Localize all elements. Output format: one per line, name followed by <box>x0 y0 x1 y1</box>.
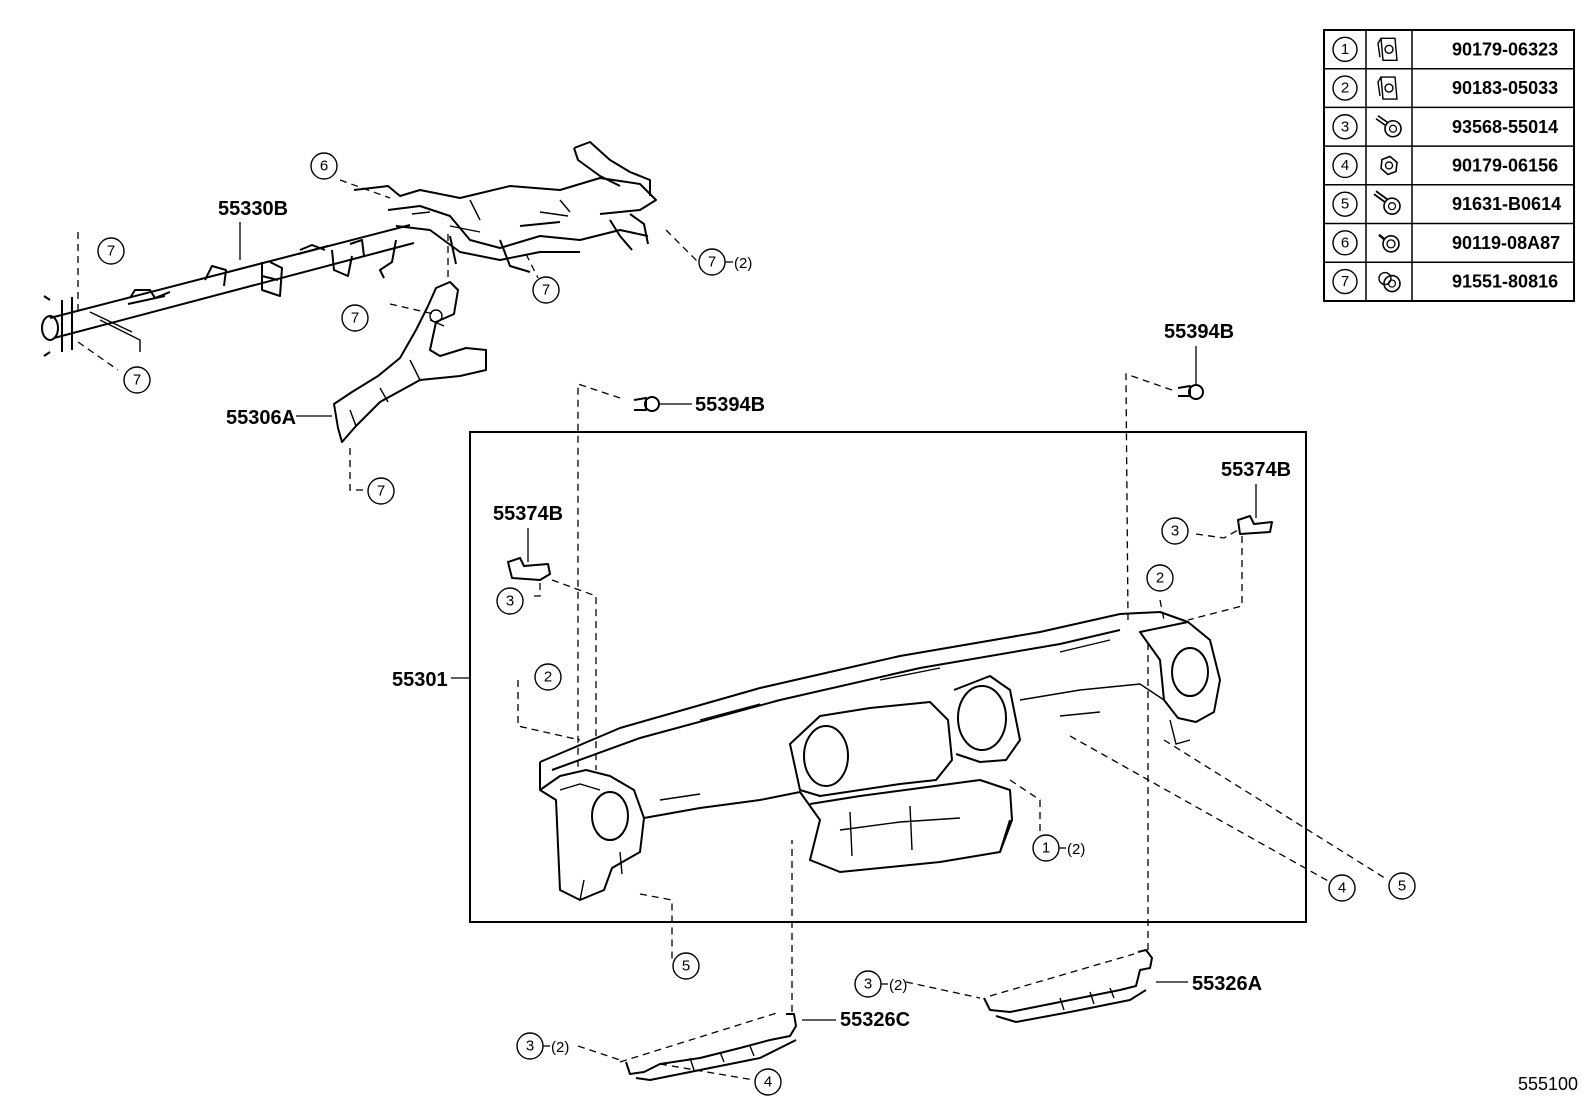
bolt-washer-icon <box>1373 190 1401 215</box>
diagram-code: 555100 <box>1518 1074 1578 1094</box>
reinforcement-55326A <box>983 949 1153 1023</box>
legend-number: 5 <box>1341 196 1349 213</box>
clip-nut-icon <box>1377 37 1398 62</box>
legend-number: 3 <box>1341 118 1349 135</box>
label-55326A: 55326A <box>1192 973 1262 995</box>
callout-5-right: 5 <box>1388 872 1416 900</box>
callout-3-left: 3 <box>496 587 524 615</box>
callout-1-center: 1 (2) <box>1032 834 1085 862</box>
legend-row: 5 91631-B0614 <box>1332 190 1561 217</box>
callout-6-num: 6 <box>320 158 328 175</box>
legend-row: 1 90179-06323 <box>1332 36 1558 63</box>
legend-part-number: 91631-B0614 <box>1452 194 1561 214</box>
label-55374B-left: 55374B <box>493 503 563 525</box>
label-55330B: 55330B <box>218 198 288 220</box>
callout-7-d: 7 <box>367 477 395 505</box>
callout-4-num: 4 <box>1338 880 1346 897</box>
legend-part-number: 90179-06323 <box>1452 39 1558 59</box>
callout-2-right: 2 <box>1146 564 1174 592</box>
callout-3-55326C: 3 (2) <box>516 1032 569 1060</box>
callout-1-num: 1 <box>1042 840 1050 857</box>
callout-7-num: 7 <box>351 310 359 327</box>
callout-3-num: 3 <box>526 1038 534 1055</box>
cross-car-beam-55330B <box>41 141 657 357</box>
legend-row: 3 93568-55014 <box>1332 114 1558 140</box>
flange-nut-icon <box>1378 271 1401 293</box>
panel-assembly-box <box>469 431 1307 923</box>
callout-3-right: 3 <box>1161 517 1189 545</box>
callout-3-num: 3 <box>864 976 872 993</box>
label-55326C: 55326C <box>840 1009 910 1031</box>
legend-number: 6 <box>1341 234 1349 251</box>
callout-3-qty: (2) <box>889 977 907 994</box>
fastener-legend-table: 1 90179-06323 2 90183-05033 3 93568-55014 4 901… <box>1323 29 1575 302</box>
legend-row: 7 91551-80816 <box>1332 268 1558 295</box>
clip-nut-icon <box>1377 76 1398 100</box>
callout-5-num: 5 <box>682 958 690 975</box>
callout-7-e: 7 <box>532 276 560 304</box>
legend-part-number: 91551-80816 <box>1452 272 1558 292</box>
callout-4-num: 4 <box>764 1074 772 1091</box>
bolt-55394B-right <box>1177 384 1204 400</box>
callout-5-left: 5 <box>672 952 700 980</box>
hex-nut-icon <box>1380 155 1398 176</box>
callout-2-num: 2 <box>1156 570 1164 587</box>
brace-55306A <box>333 281 487 443</box>
legend-number: 2 <box>1341 80 1349 97</box>
callout-2-left: 2 <box>534 663 562 691</box>
instrument-panel-55301 <box>539 611 1221 901</box>
callout-7-qty: (2) <box>734 255 752 272</box>
callout-7-b: 7 <box>123 366 151 394</box>
callout-4-right: 4 <box>1328 874 1356 902</box>
callout-7-num: 7 <box>377 483 385 500</box>
legend-row: 4 90179-06156 <box>1332 152 1558 179</box>
legend-row: 6 90119-08A87 <box>1332 230 1560 256</box>
legend-part-number: 93568-55014 <box>1452 117 1558 137</box>
callout-7-num: 7 <box>542 282 550 299</box>
bracket-55374B-right <box>1237 515 1273 535</box>
callout-3-num: 3 <box>506 593 514 610</box>
legend-number: 1 <box>1341 41 1349 58</box>
legend-number: 4 <box>1341 157 1349 174</box>
callout-7-a: 7 <box>97 237 125 265</box>
callout-3-num: 3 <box>1171 523 1179 540</box>
legend-number: 7 <box>1341 273 1349 290</box>
label-55394B-right: 55394B <box>1164 321 1234 343</box>
callout-2-num: 2 <box>544 669 552 686</box>
flange-bolt-icon <box>1378 233 1400 253</box>
callout-3-55326A: 3 (2) <box>854 970 907 998</box>
reinforcement-55326C <box>625 1013 797 1081</box>
callout-7-num: 7 <box>133 372 141 389</box>
bolt-55394B-left <box>633 396 660 412</box>
label-55301: 55301 <box>392 669 448 691</box>
label-55306A: 55306A <box>226 407 296 429</box>
legend-part-number: 90183-05033 <box>1452 78 1558 98</box>
legend-part-number: 90179-06156 <box>1452 155 1558 175</box>
callout-6: 6 <box>310 152 338 180</box>
callout-7-f: 7 (2) <box>698 248 752 276</box>
callout-3-qty: (2) <box>551 1039 569 1056</box>
bracket-55374B-left <box>507 557 551 581</box>
callout-1-qty: (2) <box>1067 841 1085 858</box>
label-55374B-right: 55374B <box>1221 459 1291 481</box>
legend-row: 2 90183-05033 <box>1332 75 1558 101</box>
callout-7-num: 7 <box>708 254 716 271</box>
legend-part-number: 90119-08A87 <box>1452 233 1560 253</box>
label-55394B-left: 55394B <box>695 394 765 416</box>
callout-7-num: 7 <box>107 243 115 260</box>
callout-7-c: 7 <box>341 304 369 332</box>
callout-4-bottom: 4 <box>754 1068 782 1096</box>
screw-washer-icon <box>1375 115 1402 138</box>
callout-5-num: 5 <box>1398 878 1406 895</box>
